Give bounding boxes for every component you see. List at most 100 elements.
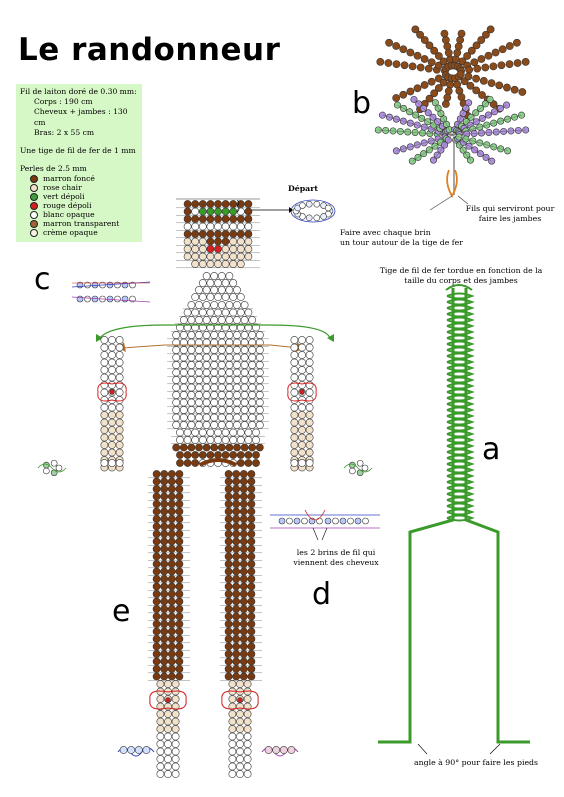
bead (244, 200, 253, 208)
wire-line-body: Corps : 190 cm (34, 97, 93, 107)
bead (172, 331, 181, 339)
rod-twist (446, 334, 475, 342)
bead (457, 29, 466, 38)
bead (305, 388, 314, 397)
strand-wire (396, 134, 453, 152)
bead (392, 42, 401, 50)
bead (221, 451, 230, 459)
bead (236, 215, 245, 223)
bead (100, 459, 109, 467)
bead (293, 517, 301, 525)
bead (175, 485, 184, 493)
bead (221, 308, 230, 317)
bead (229, 222, 238, 231)
bead (229, 293, 238, 301)
bead (279, 746, 288, 754)
bead (179, 421, 188, 429)
angle-pointer (489, 743, 501, 755)
bead (361, 464, 369, 472)
bead (175, 620, 184, 628)
bead (255, 443, 264, 452)
bead (228, 680, 237, 688)
bead (305, 426, 314, 434)
angle-note: angle à 90° pour faire les pieds (413, 758, 539, 767)
bead (152, 605, 161, 613)
bead (175, 507, 184, 516)
bead (232, 582, 241, 591)
bead (156, 680, 165, 688)
rod-twist (446, 364, 475, 372)
bead (324, 517, 332, 525)
bead (202, 421, 211, 429)
bead (443, 93, 452, 102)
bead (434, 84, 443, 92)
bead (100, 396, 109, 404)
bead (239, 582, 248, 591)
bead (214, 230, 222, 238)
bead (313, 200, 321, 208)
bead (247, 522, 256, 531)
bead (221, 245, 230, 253)
bead (183, 222, 192, 231)
bead (239, 567, 248, 576)
bead (195, 443, 203, 452)
bead (229, 436, 238, 444)
bead (156, 732, 165, 741)
bead (224, 590, 233, 598)
bead (217, 421, 226, 429)
bead (175, 672, 184, 681)
bead (305, 459, 314, 467)
rod-twist (446, 310, 475, 318)
bead (224, 665, 233, 673)
bead (229, 252, 238, 261)
bead (195, 286, 203, 294)
bead (100, 388, 109, 397)
bead (221, 237, 230, 246)
bead (179, 316, 188, 324)
bead (217, 443, 226, 452)
bead (424, 64, 433, 73)
bead (225, 353, 234, 362)
rod-twist (446, 448, 475, 456)
legend-item: marron transparent (30, 219, 138, 228)
bead (248, 406, 257, 414)
bead (236, 717, 244, 726)
bead (198, 200, 207, 208)
hand-wire (37, 463, 67, 473)
bead (152, 485, 161, 493)
bead (187, 413, 196, 422)
bead (108, 411, 116, 419)
bead (179, 368, 188, 377)
bead (255, 361, 264, 369)
bead (175, 650, 184, 658)
bead (228, 770, 237, 778)
bead (179, 383, 188, 392)
bead (290, 388, 299, 397)
bead (243, 710, 252, 718)
pattern-wire (71, 296, 151, 303)
bead (229, 308, 238, 317)
bead (305, 448, 314, 457)
bead (290, 433, 299, 442)
bead (224, 650, 233, 658)
bead (198, 245, 207, 253)
bead (152, 642, 161, 651)
bead (244, 230, 253, 238)
bead (100, 418, 109, 427)
bead (298, 441, 306, 449)
bead (290, 381, 299, 389)
bead (247, 500, 256, 508)
bead (224, 522, 233, 531)
bead (228, 747, 237, 756)
bead (210, 391, 219, 399)
bead (142, 746, 151, 754)
bead (232, 485, 241, 493)
bead (179, 353, 188, 362)
bead (224, 537, 233, 546)
bead (378, 111, 386, 119)
rod-twist (446, 376, 475, 384)
bead (160, 627, 169, 636)
depart-label: Départ (288, 184, 318, 193)
bead (160, 620, 169, 628)
bead (239, 470, 248, 478)
